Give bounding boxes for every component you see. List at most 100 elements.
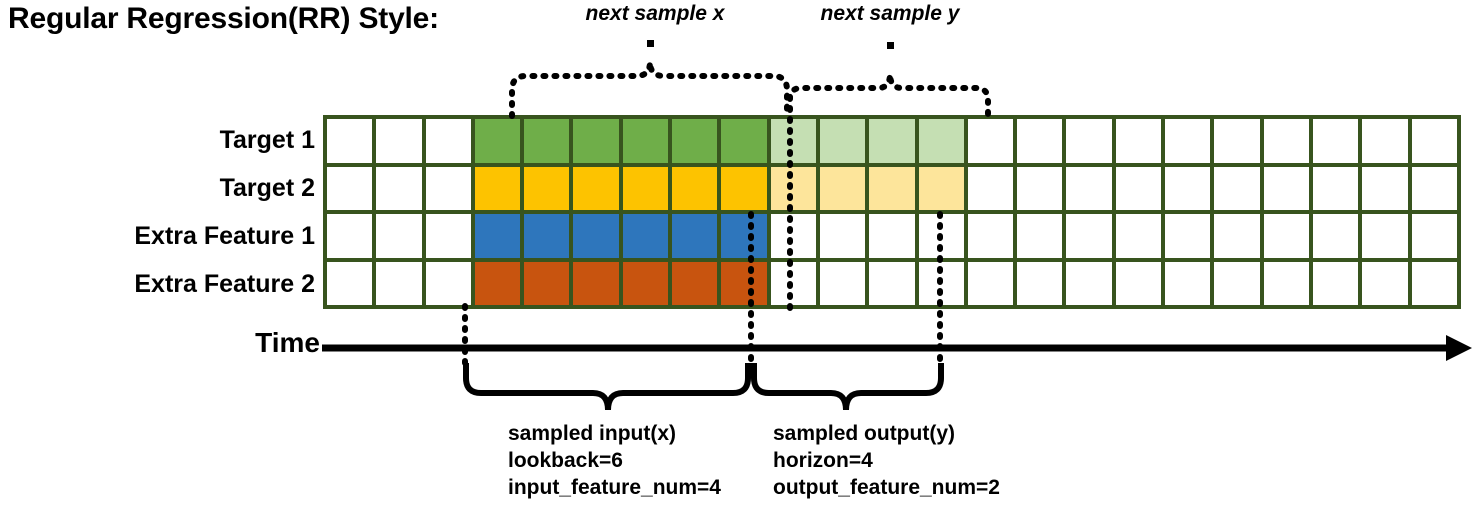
- row-label-column: Target 1 Target 2 Extra Feature 1 Extra …: [0, 116, 315, 308]
- grid-row-target-2: [327, 166, 1457, 210]
- grid-cell-target-1-17: [1165, 119, 1211, 163]
- grid-cell-extra-feature-1-6: [622, 214, 669, 258]
- sampled-input-line-1: sampled input(x): [508, 422, 677, 445]
- grid-cell-target-2-18: [1214, 166, 1260, 210]
- grid-cell-target-2-12: [918, 166, 964, 210]
- grid-cell-extra-feature-1-4: [524, 214, 570, 258]
- grid-cell-target-1-3: [474, 119, 521, 163]
- caption-sampled-output: sampled output(y) horizon=4 output_featu…: [773, 420, 1000, 501]
- grid-cell-extra-feature-1-2: [425, 214, 471, 258]
- bottom-brace-sampled-input: [463, 363, 751, 411]
- grid-cell-target-2-9: [770, 166, 816, 210]
- grid-cell-target-1-0: [327, 119, 373, 163]
- grid-cell-target-2-21: [1362, 166, 1408, 210]
- grid-cell-target-2-15: [1066, 166, 1112, 210]
- time-axis-label: Time: [255, 327, 320, 358]
- grid-cell-target-1-19: [1263, 119, 1309, 163]
- grid-cell-target-1-4: [524, 119, 570, 163]
- grid-cell-target-1-5: [573, 119, 619, 163]
- grid-cell-target-1-10: [819, 119, 866, 163]
- grid-cell-extra-feature-1-19: [1263, 214, 1309, 258]
- grid-cell-extra-feature-2-12: [918, 261, 964, 305]
- top-brace-x-apex: [647, 40, 654, 47]
- grid-cell-target-1-18: [1214, 119, 1260, 163]
- grid-cell-target-2-17: [1165, 166, 1211, 210]
- grid-cell-extra-feature-1-16: [1115, 214, 1162, 258]
- grid-cell-extra-feature-2-19: [1263, 261, 1309, 305]
- grid-cell-extra-feature-1-11: [869, 214, 915, 258]
- grid-cell-target-1-11: [869, 119, 915, 163]
- grid-cell-target-2-16: [1115, 166, 1162, 210]
- timeseries-grid: [323, 115, 1461, 309]
- grid-cell-extra-feature-1-18: [1214, 214, 1260, 258]
- grid-cell-target-1-22: [1411, 119, 1457, 163]
- grid-cell-target-2-1: [376, 166, 422, 210]
- grid-cell-extra-feature-1-5: [573, 214, 619, 258]
- grid-cell-target-1-21: [1362, 119, 1408, 163]
- grid-cell-extra-feature-1-22: [1411, 214, 1457, 258]
- grid-cell-target-2-20: [1312, 166, 1359, 210]
- bottom-brace-sampled-output: [751, 363, 944, 411]
- grid-cell-extra-feature-2-14: [1017, 261, 1063, 305]
- grid-cell-extra-feature-1-15: [1066, 214, 1112, 258]
- grid-cell-extra-feature-1-10: [819, 214, 866, 258]
- grid-cell-target-1-1: [376, 119, 422, 163]
- grid-cell-extra-feature-1-3: [474, 214, 521, 258]
- grid-cell-extra-feature-2-13: [967, 261, 1014, 305]
- grid-cell-extra-feature-1-9: [770, 214, 816, 258]
- grid-cell-extra-feature-2-8: [721, 261, 767, 305]
- row-label-extra-feature-2: Extra Feature 2: [134, 270, 315, 298]
- grid-cell-extra-feature-2-18: [1214, 261, 1260, 305]
- time-axis-arrow: [322, 335, 1472, 361]
- grid-cell-target-2-6: [622, 166, 669, 210]
- grid-cell-extra-feature-2-21: [1362, 261, 1408, 305]
- grid-cell-target-2-3: [474, 166, 521, 210]
- grid-cell-target-1-8: [721, 119, 767, 163]
- sampled-output-line-2: horizon=4: [773, 449, 873, 472]
- grid-cell-target-2-14: [1017, 166, 1063, 210]
- grid-cell-target-2-2: [425, 166, 471, 210]
- grid-cell-target-2-10: [819, 166, 866, 210]
- grid-cell-extra-feature-2-11: [869, 261, 915, 305]
- grid-cell-target-2-13: [967, 166, 1014, 210]
- grid-cell-target-1-9: [770, 119, 816, 163]
- grid-cell-target-1-7: [672, 119, 718, 163]
- grid-cell-extra-feature-2-17: [1165, 261, 1211, 305]
- grid-cell-target-1-20: [1312, 119, 1359, 163]
- grid-cell-extra-feature-2-20: [1312, 261, 1359, 305]
- grid-cell-extra-feature-2-2: [425, 261, 471, 305]
- grid-row-extra-feature-1: [327, 214, 1457, 258]
- grid-cell-extra-feature-1-0: [327, 214, 373, 258]
- grid-cell-extra-feature-2-22: [1411, 261, 1457, 305]
- top-brace-next-sample-x: [509, 61, 790, 119]
- sampled-output-line-1: sampled output(y): [773, 422, 955, 445]
- grid-cell-extra-feature-1-7: [672, 214, 718, 258]
- grid-cell-target-1-15: [1066, 119, 1112, 163]
- grid-cell-target-2-4: [524, 166, 570, 210]
- grid-cell-extra-feature-1-8: [721, 214, 767, 258]
- grid-cell-extra-feature-2-10: [819, 261, 866, 305]
- grid-cell-target-1-16: [1115, 119, 1162, 163]
- grid-cell-target-2-8: [721, 166, 767, 210]
- grid-cell-extra-feature-2-9: [770, 261, 816, 305]
- grid-cell-extra-feature-2-1: [376, 261, 422, 305]
- sampled-output-line-3: output_feature_num=2: [773, 476, 1000, 499]
- grid-cell-extra-feature-2-3: [474, 261, 521, 305]
- grid-cell-target-1-12: [918, 119, 964, 163]
- grid-cell-extra-feature-1-1: [376, 214, 422, 258]
- grid-cell-target-2-7: [672, 166, 718, 210]
- caption-sampled-input: sampled input(x) lookback=6 input_featur…: [508, 420, 721, 501]
- grid-cell-extra-feature-2-4: [524, 261, 570, 305]
- grid-cell-extra-feature-1-17: [1165, 214, 1211, 258]
- grid-cell-extra-feature-1-14: [1017, 214, 1063, 258]
- grid-cell-extra-feature-1-21: [1362, 214, 1408, 258]
- caption-next-sample-y: next sample y: [820, 2, 960, 25]
- sampled-input-line-3: input_feature_num=4: [508, 476, 721, 499]
- row-label-target-2: Target 2: [219, 174, 315, 202]
- grid-cell-target-2-5: [573, 166, 619, 210]
- grid-cell-target-1-14: [1017, 119, 1063, 163]
- grid-cell-extra-feature-1-12: [918, 214, 964, 258]
- grid-cell-extra-feature-2-0: [327, 261, 373, 305]
- grid-cell-extra-feature-2-15: [1066, 261, 1112, 305]
- grid-cell-extra-feature-2-16: [1115, 261, 1162, 305]
